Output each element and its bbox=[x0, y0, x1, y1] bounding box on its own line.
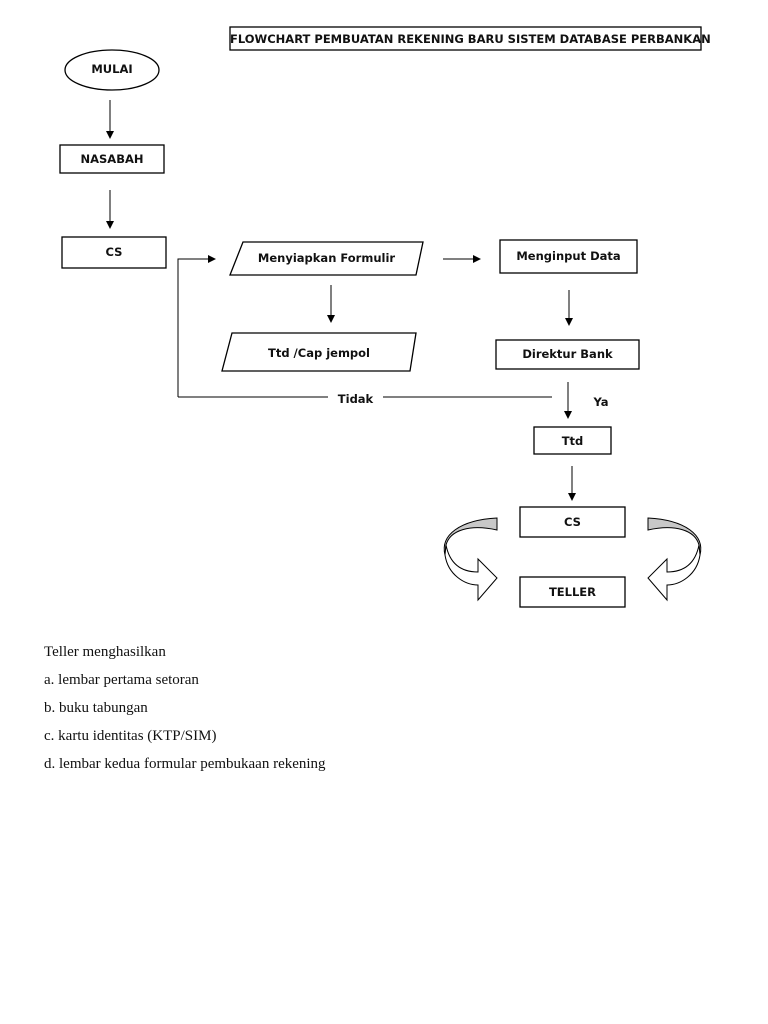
sign-label: Ttd /Cap jempol bbox=[267, 346, 370, 360]
teller-label: TELLER bbox=[548, 585, 597, 599]
title-box bbox=[229, 26, 702, 51]
list-item: b. buku tabungan bbox=[44, 700, 148, 716]
curved-arrow-left bbox=[443, 517, 498, 602]
teller-node bbox=[519, 576, 626, 608]
yes-label: Ya bbox=[593, 395, 609, 409]
input-label: Menginput Data bbox=[516, 249, 621, 263]
start-node bbox=[64, 49, 160, 91]
no-label: Tidak bbox=[337, 392, 374, 406]
list-item: d. lembar kedua formular pembukaan reken… bbox=[44, 756, 326, 772]
nasabah-node bbox=[59, 144, 165, 174]
director-label: Direktur Bank bbox=[522, 347, 613, 361]
ttd-label: Ttd bbox=[561, 434, 584, 448]
director-node bbox=[495, 339, 640, 370]
form-label: Menyiapkan Formulir bbox=[257, 251, 396, 265]
sign-node bbox=[221, 332, 417, 372]
ttd-node bbox=[533, 426, 612, 455]
cs-label: CS bbox=[105, 245, 123, 259]
input-node bbox=[499, 239, 638, 274]
notes-heading: Teller menghasilkan bbox=[44, 644, 166, 660]
nasabah-label: NASABAH bbox=[80, 152, 144, 166]
list-item: a. lembar pertama setoran bbox=[44, 672, 199, 688]
cs-node bbox=[61, 236, 167, 269]
list-item: c. kartu identitas (KTP/SIM) bbox=[44, 728, 217, 744]
loop-arrow bbox=[177, 255, 216, 397]
start-label: MULAI bbox=[91, 62, 133, 76]
cs2-label: CS bbox=[564, 515, 581, 529]
form-node bbox=[229, 241, 424, 276]
cs2-node bbox=[519, 506, 626, 538]
page-title: FLOWCHART PEMBUATAN REKENING BARU SISTEM… bbox=[230, 32, 711, 46]
curved-arrow-right bbox=[647, 517, 702, 602]
